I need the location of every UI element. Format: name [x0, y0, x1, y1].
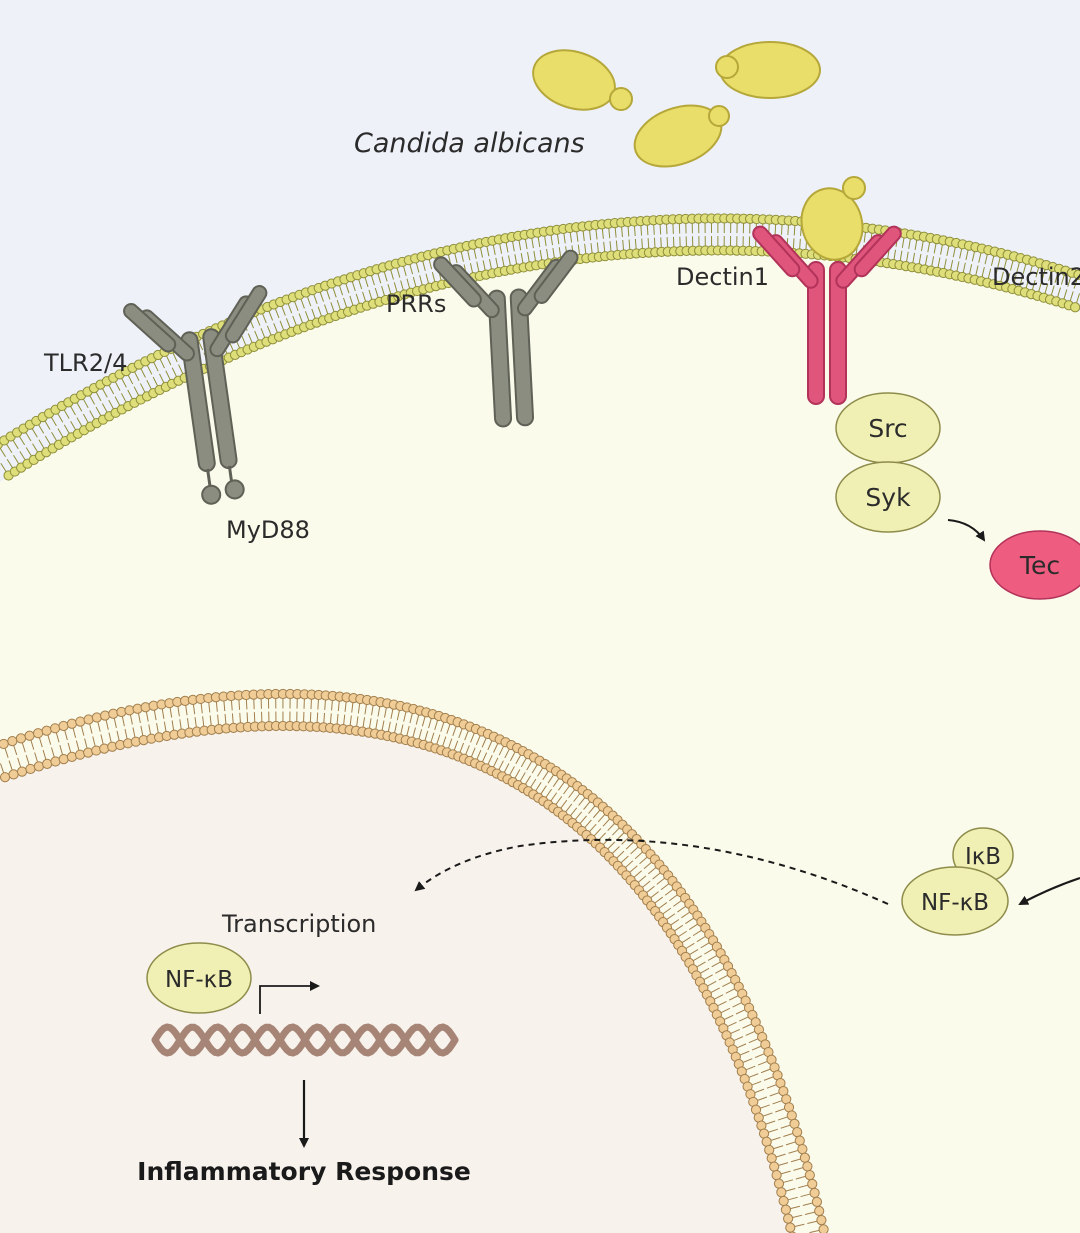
dectin1-label: Dectin1	[676, 263, 769, 291]
tec-node	[989, 530, 1080, 600]
organism-label: Candida albicans	[354, 128, 585, 159]
myd88-node	[224, 479, 245, 500]
src-label: Src	[868, 414, 907, 443]
transcription-label: Transcription	[221, 910, 376, 938]
tec-label: Tec	[1019, 551, 1060, 580]
nfkb-cytoplasm-node	[901, 866, 1009, 936]
dna-helix-icon	[151, 1023, 459, 1057]
yeast-cell-icon	[800, 176, 866, 261]
nfkb-nucleus-node	[146, 942, 252, 1014]
dectin1-receptor-icon	[752, 225, 902, 405]
tlr-receptor-icon	[123, 285, 268, 505]
translocation-arrow	[414, 838, 889, 905]
yeast-cell-icon	[715, 41, 821, 99]
prr-receptor-icon	[433, 249, 579, 428]
syk-to-tec-arrow	[947, 519, 986, 542]
myd88-node	[201, 484, 222, 505]
myd88-label: MyD88	[226, 516, 310, 544]
ikb-label: IκB	[965, 844, 1001, 870]
yeast-cell-icon	[633, 104, 730, 168]
prrs-label: PRRs	[386, 290, 446, 318]
nuclear-membrane	[0, 688, 829, 1233]
yeast-cell-icon	[532, 49, 633, 111]
syk-label: Syk	[865, 483, 911, 512]
transcription-start-arrow	[259, 981, 320, 1014]
nfkb-nucleus-label: NF-κB	[165, 967, 233, 993]
incoming-arrow	[1018, 876, 1080, 905]
tlr-label: TLR2/4	[43, 349, 127, 377]
nfkb-cytoplasm-label: NF-κB	[921, 890, 989, 916]
syk-node	[835, 461, 941, 533]
dectin2-label: Dectin2	[992, 263, 1080, 291]
response-label: Inflammatory Response	[137, 1157, 471, 1186]
nucleus	[0, 725, 790, 1233]
